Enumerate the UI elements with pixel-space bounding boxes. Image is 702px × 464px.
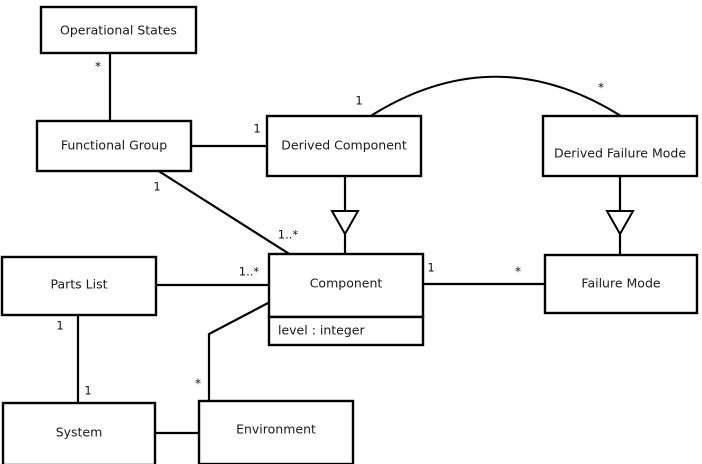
class-box-rect xyxy=(0,255,158,317)
association-parts-list-system[interactable]: 1 1 xyxy=(56,314,92,404)
class-attributes-compartment xyxy=(267,315,425,347)
generalization-derived-component-component[interactable] xyxy=(330,176,360,254)
class-box-rect xyxy=(541,114,699,178)
multiplicity-label: 1..* xyxy=(239,265,260,279)
class-box-environment[interactable]: Environment xyxy=(197,399,355,464)
multiplicity-label: * xyxy=(95,60,101,74)
class-name-label: Environment xyxy=(236,422,316,437)
multiplicity-label: * xyxy=(195,377,201,391)
multiplicity-label: * xyxy=(515,265,521,279)
class-box-failure-mode[interactable]: Failure Mode xyxy=(543,253,699,315)
multiplicity-label: 1 xyxy=(153,180,160,194)
generalization-derived-failure-mode-failure-mode[interactable] xyxy=(605,176,635,255)
class-box-component[interactable]: Component level : integer xyxy=(267,252,425,347)
class-box-derived-failure-mode[interactable]: Derived Failure Mode xyxy=(541,114,699,178)
association-derived-component-derived-failure-mode[interactable]: 1 * xyxy=(355,75,622,118)
class-box-rect xyxy=(267,252,425,319)
association-operational-states-functional-group[interactable]: * xyxy=(95,52,112,122)
multiplicity-label: 1..* xyxy=(278,228,299,242)
class-box-rect xyxy=(265,114,423,178)
class-box-derived-component[interactable]: Derived Component xyxy=(265,114,423,178)
class-box-rect xyxy=(1,401,157,464)
class-name-label: Parts List xyxy=(50,277,107,292)
class-name-label: Failure Mode xyxy=(581,276,660,291)
class-box-rect xyxy=(197,399,355,464)
class-box-functional-group[interactable]: Functional Group xyxy=(35,119,193,173)
association-environment-component[interactable]: * xyxy=(195,301,271,402)
class-name-label: Derived Failure Mode xyxy=(554,146,686,161)
class-name-label: Operational States xyxy=(60,23,177,38)
association-functional-group-derived-component[interactable]: 1 xyxy=(190,122,268,148)
class-attribute-label: level : integer xyxy=(278,323,365,338)
multiplicity-label: 1 xyxy=(355,94,362,108)
class-box-rect xyxy=(35,119,193,173)
class-box-rect xyxy=(39,5,198,55)
class-name-label: Functional Group xyxy=(61,138,167,153)
generalization-triangle-icon xyxy=(605,210,635,237)
association-component-failure-mode[interactable]: 1 * xyxy=(422,261,546,286)
class-box-operational-states[interactable]: Operational States xyxy=(39,5,198,55)
association-functional-group-component[interactable]: 1 1..* xyxy=(153,169,299,256)
association-line xyxy=(207,301,271,402)
multiplicity-label: 1 xyxy=(84,384,91,398)
multiplicity-label: 1 xyxy=(56,319,63,333)
association-line xyxy=(156,169,292,256)
generalization-triangle-icon xyxy=(330,210,360,237)
multiplicity-label: * xyxy=(598,81,604,95)
class-box-rect xyxy=(543,253,699,315)
class-box-parts-list[interactable]: Parts List xyxy=(0,255,158,317)
multiplicity-label: 1 xyxy=(253,122,260,136)
class-name-label: Component xyxy=(310,276,383,291)
class-box-system[interactable]: System xyxy=(1,401,157,464)
multiplicity-label: 1 xyxy=(427,261,434,275)
class-name-label: System xyxy=(56,425,103,440)
association-parts-list-component[interactable]: 1 1..* xyxy=(145,264,270,287)
class-name-label: Derived Component xyxy=(281,138,407,153)
association-curve xyxy=(368,75,622,118)
